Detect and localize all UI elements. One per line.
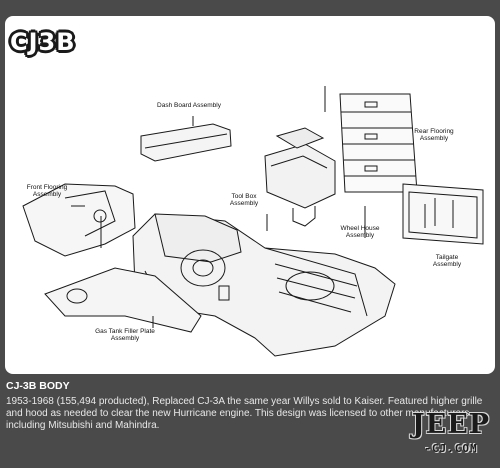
dash-board-part <box>140 123 232 162</box>
tailgate-part <box>402 183 484 245</box>
diagram-panel: Dash Board Assembly Front Flooring Assem… <box>5 16 495 374</box>
tailgate-label: Tailgate Assembly <box>432 254 462 268</box>
jeep-cj-watermark: JEEP -CJ.COM <box>408 409 494 465</box>
front-flooring-label: Front Flooring Assembly <box>26 184 68 198</box>
cj3b-logo: CJ3B <box>10 28 76 56</box>
wheel-house-label: Wheel House Assembly <box>340 225 380 239</box>
watermark-site: -CJ.COM <box>424 442 478 455</box>
gas-tank-filler-label: Gas Tank Filler Plate Assembly <box>95 328 155 342</box>
caption-title: CJ-3B BODY <box>6 380 70 392</box>
gas-tank-filler-plate-part <box>44 267 202 333</box>
caption: CJ-3B BODY 1953-1968 (155,494 producted)… <box>6 380 482 464</box>
tool-box-part <box>264 143 336 209</box>
caption-body: 1953-1968 (155,494 producted), Replaced … <box>6 396 483 431</box>
rear-flooring-part <box>339 93 418 193</box>
tool-box-label: Tool Box Assembly <box>229 193 259 207</box>
front-flooring-part <box>22 183 136 257</box>
rear-flooring-label: Rear Flooring Assembly <box>414 128 454 142</box>
dash-board-label: Dash Board Assembly <box>157 102 221 109</box>
watermark-brand: JEEP <box>411 409 491 440</box>
body-parts-diagram <box>22 86 484 357</box>
